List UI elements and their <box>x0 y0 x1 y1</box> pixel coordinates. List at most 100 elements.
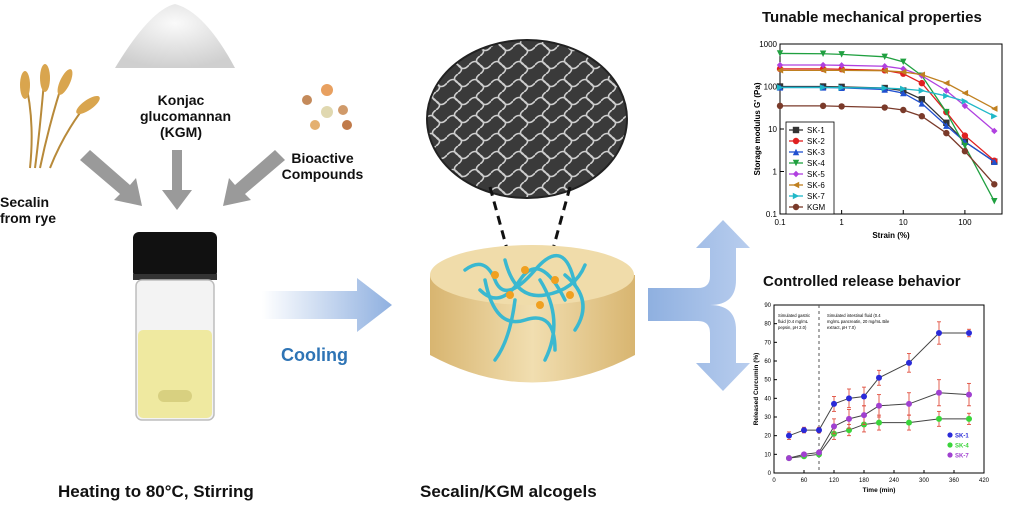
data-point <box>966 415 972 422</box>
rye-wheat-image <box>20 64 100 169</box>
data-point <box>966 330 972 336</box>
data-point <box>881 84 888 92</box>
data-point <box>900 106 907 114</box>
data-point <box>906 400 912 407</box>
data-point <box>776 61 784 69</box>
series-line-sk-7 <box>788 392 970 459</box>
data-point <box>936 330 942 336</box>
data-point <box>943 108 950 116</box>
x-tick-label: 240 <box>889 478 900 484</box>
data-point <box>900 89 907 97</box>
y-axis-label: Storage modulus G' (Pa) <box>753 82 762 175</box>
y-tick-label: 30 <box>764 415 771 421</box>
alcogel-caption: Secalin/KGM alcogels <box>420 482 597 501</box>
x-tick-label: 180 <box>859 478 870 484</box>
data-point <box>776 84 784 91</box>
data-point <box>943 79 950 87</box>
data-point <box>776 50 784 57</box>
legend-label: SK-4 <box>955 444 969 450</box>
data-point <box>900 68 907 76</box>
data-point <box>900 58 907 66</box>
legend-label: SK-1 <box>955 434 969 440</box>
x-axis-label: Strain (%) <box>872 231 910 240</box>
rheology-chart-title: Tunable mechanical properties <box>762 9 982 26</box>
legend-marker <box>947 442 953 448</box>
data-point <box>838 84 845 91</box>
data-point <box>961 132 969 139</box>
data-point <box>881 67 888 74</box>
legend-label: SK-1 <box>807 126 825 135</box>
legend-label: SK-7 <box>807 192 825 201</box>
data-point <box>991 198 998 205</box>
data-point <box>881 104 888 111</box>
data-point <box>881 53 888 60</box>
data-point <box>961 148 969 155</box>
data-point <box>991 158 998 165</box>
data-point <box>918 100 926 107</box>
y-tick-label: 70 <box>764 340 771 346</box>
x-tick-label: 360 <box>949 478 960 484</box>
data-point <box>906 419 912 426</box>
data-point <box>991 181 998 188</box>
data-point <box>819 50 827 57</box>
x-tick-label: 300 <box>919 478 930 484</box>
data-point <box>918 87 926 94</box>
alcogel-image <box>430 245 635 383</box>
data-point <box>819 84 827 91</box>
x-axis-label: Time (min) <box>863 487 896 494</box>
legend-marker <box>792 148 800 156</box>
data-point <box>943 87 950 94</box>
data-point <box>776 67 784 74</box>
y-tick-label: 100 <box>764 83 778 92</box>
data-point <box>961 89 969 97</box>
cooling-arrow <box>262 278 392 332</box>
data-point <box>991 105 998 112</box>
legend-marker <box>792 170 800 178</box>
data-point <box>846 415 852 422</box>
legend-marker <box>792 203 800 211</box>
y-tick-label: 10 <box>768 125 777 134</box>
y-tick-label: 60 <box>764 359 771 365</box>
data-point <box>943 129 950 137</box>
data-point <box>838 67 845 74</box>
vial-image <box>133 232 217 421</box>
data-point <box>943 122 950 129</box>
data-point <box>831 400 837 407</box>
legend-label: SK-2 <box>807 137 825 146</box>
data-point <box>816 427 822 434</box>
legend-label: SK-4 <box>807 159 825 168</box>
data-point <box>881 63 888 70</box>
legend-marker <box>792 126 800 134</box>
data-point <box>819 67 827 74</box>
data-point <box>838 103 845 110</box>
data-point <box>906 359 912 366</box>
data-point <box>966 391 972 398</box>
data-point <box>876 374 882 381</box>
x-tick-label: 120 <box>829 478 840 484</box>
data-point <box>900 85 907 93</box>
legend-marker <box>792 137 800 145</box>
y-tick-label: 0 <box>768 471 772 477</box>
data-point <box>918 79 926 87</box>
cooling-label: Cooling <box>281 345 348 365</box>
data-point <box>786 455 792 462</box>
legend-marker <box>792 192 800 200</box>
x-tick-label: 1 <box>839 218 844 227</box>
y-tick-label: 20 <box>764 434 771 440</box>
x-tick-label: 60 <box>801 478 808 484</box>
series-line-sk-5 <box>780 64 995 132</box>
konjac-label: Konjac glucomannan (KGM) <box>140 92 232 141</box>
data-point <box>943 92 950 100</box>
x-tick-label: 100 <box>958 218 972 227</box>
data-point <box>876 419 882 426</box>
data-point <box>936 415 942 422</box>
legend-label: SK-7 <box>955 454 969 460</box>
y-tick-label: 90 <box>764 303 771 309</box>
branch-arrow <box>648 220 750 391</box>
data-point <box>819 102 827 110</box>
y-tick-label: 50 <box>764 378 771 384</box>
